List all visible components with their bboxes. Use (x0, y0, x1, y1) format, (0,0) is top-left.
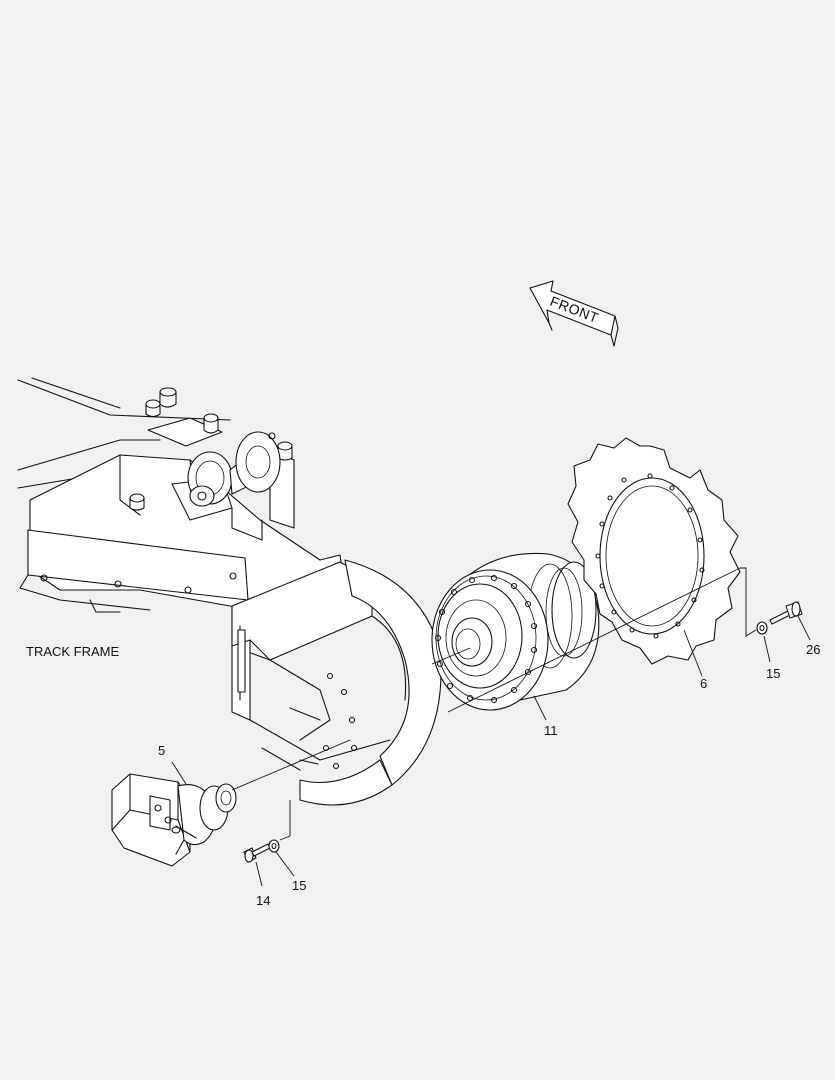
washer-15-right (756, 621, 768, 635)
track-frame-label: TRACK FRAME (26, 644, 120, 659)
callout-6: 6 (700, 676, 707, 691)
callout-14: 14 (256, 893, 270, 908)
bolt-heads (129, 387, 293, 511)
callout-5: 5 (158, 743, 165, 758)
callout-15-lower: 15 (292, 878, 306, 893)
callout-15-right: 15 (766, 666, 780, 681)
washer-15-lower (268, 839, 280, 853)
final-drive-bolt-ring (434, 574, 538, 704)
sprocket-bolt-ring (595, 473, 705, 639)
final-drive (431, 552, 600, 711)
sprocket (567, 437, 741, 665)
leader-lines (171, 567, 811, 887)
callout-26: 26 (806, 642, 820, 657)
carrier-roller (187, 431, 281, 507)
bolt-26 (769, 601, 803, 625)
callout-11: 11 (544, 723, 558, 738)
front-arrow: FRONT (529, 280, 619, 347)
bolt-14 (243, 843, 271, 863)
track-frame (17, 377, 442, 806)
travel-motor (111, 773, 237, 867)
